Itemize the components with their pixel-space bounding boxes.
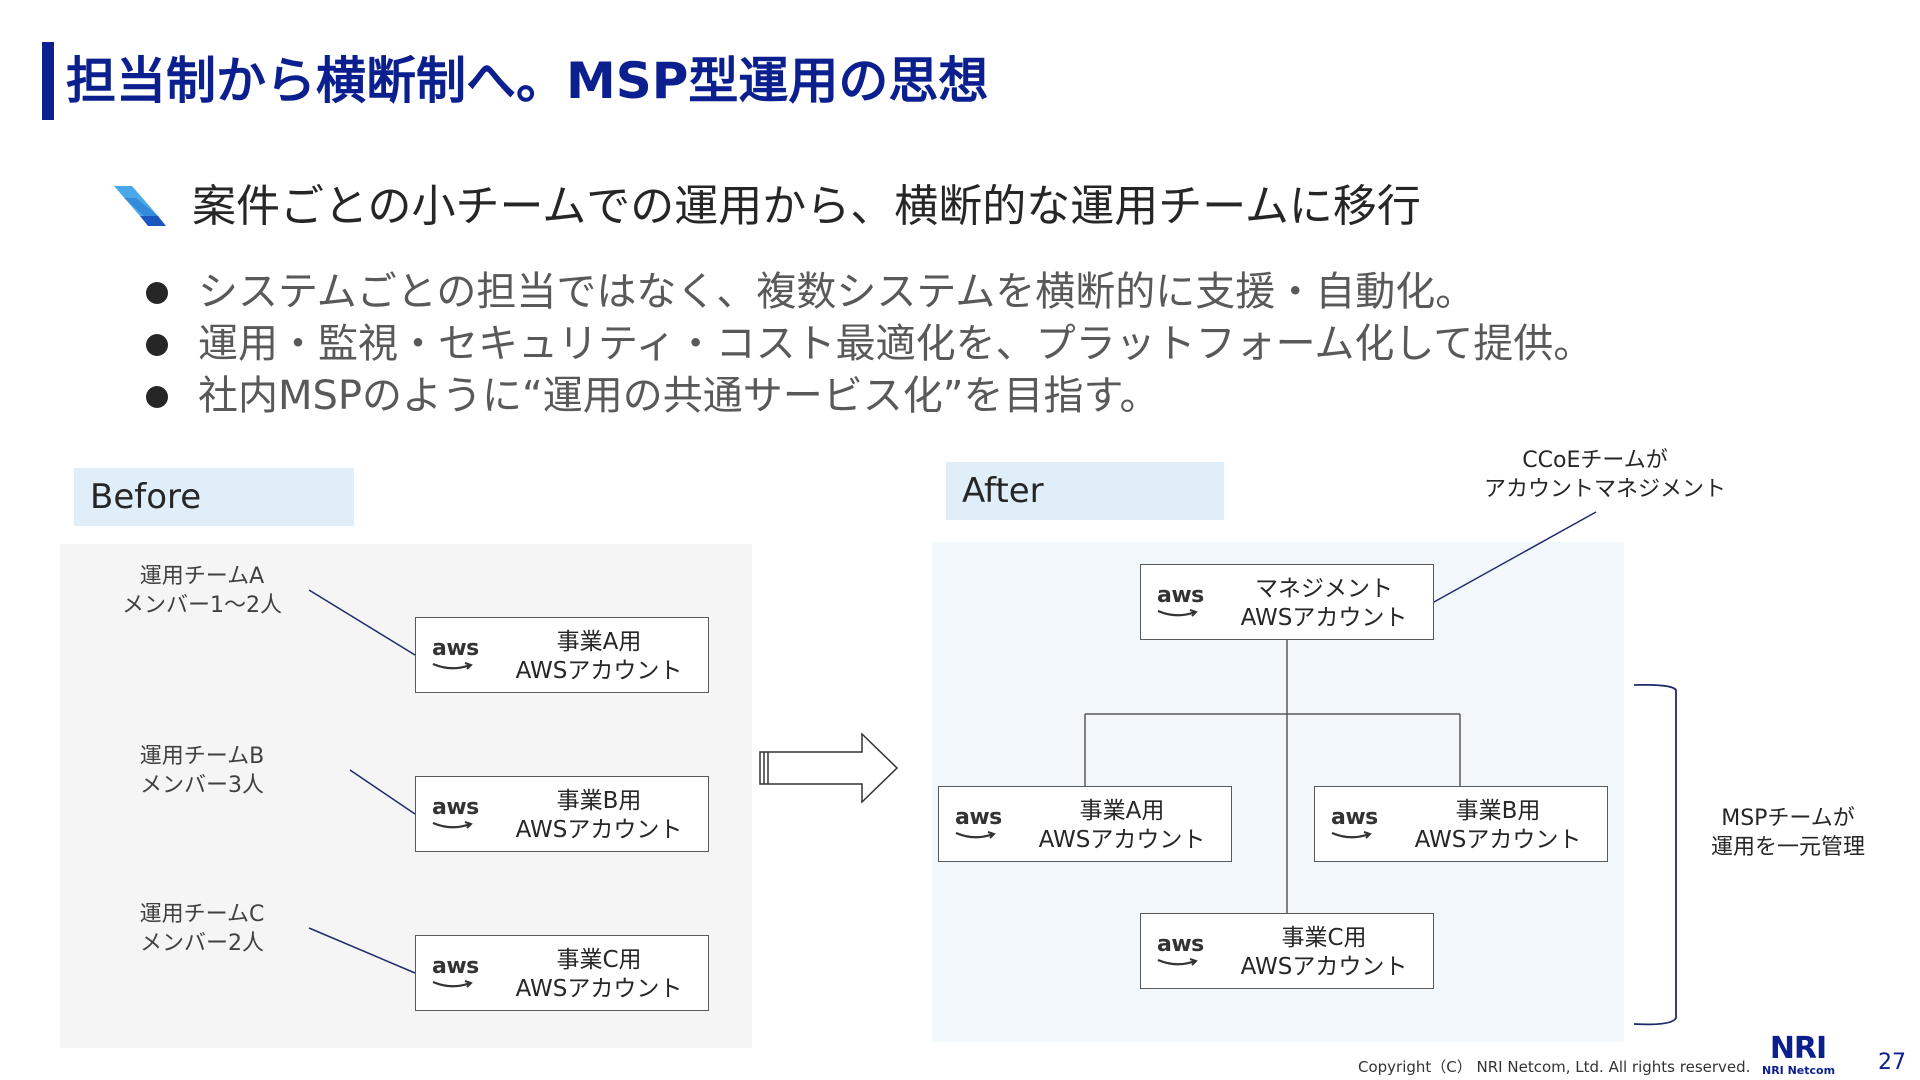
bullet-dot-icon bbox=[146, 386, 168, 408]
bullet-dot-icon bbox=[146, 334, 168, 356]
aws-smile-icon bbox=[432, 821, 473, 829]
aws-logo-icon: aws bbox=[432, 636, 479, 661]
team-b-label: 運用チームB メンバー3人 bbox=[139, 744, 265, 798]
nri-logo-mark: NRI bbox=[1769, 1031, 1827, 1066]
bullet-list: システムごとの担当ではなく、複数システムを横断的に支援・自動化。 運用・監視・セ… bbox=[142, 266, 1593, 422]
copyright-text: Copyright（C） NRI Netcom, Ltd. All rights… bbox=[1358, 1058, 1751, 1076]
bullet-item: 社内MSPのように“運用の共通サービス化”を目指す。 bbox=[142, 370, 1593, 422]
aws-smile-icon bbox=[955, 831, 996, 839]
after-business-a-account-box: aws 事業A用 AWSアカウント bbox=[938, 786, 1232, 862]
business-c-account-box: aws 事業C用 AWSアカウント bbox=[415, 935, 709, 1011]
business-a-account-box: aws 事業A用 AWSアカウント bbox=[415, 617, 709, 693]
aws-logo-icon: aws bbox=[1157, 583, 1204, 608]
after-business-b-account-box: aws 事業B用 AWSアカウント bbox=[1314, 786, 1608, 862]
right-arrow-icon bbox=[759, 732, 899, 804]
aws-logo-icon: aws bbox=[955, 805, 1002, 830]
slide-subtitle: 案件ごとの小チームでの運用から、横断的な運用チームに移行 bbox=[192, 181, 1421, 232]
account-name: 事業B用 AWSアカウント bbox=[515, 788, 683, 843]
team-a-label: 運用チームA メンバー1～2人 bbox=[122, 564, 282, 618]
account-name: 事業A用 AWSアカウント bbox=[515, 629, 683, 684]
aws-logo-icon: aws bbox=[432, 795, 479, 820]
title-accent-bar bbox=[42, 42, 54, 120]
aws-smile-icon bbox=[1157, 609, 1198, 617]
account-name: 事業C用 AWSアカウント bbox=[1240, 925, 1408, 980]
team-c-label: 運用チームC メンバー2人 bbox=[139, 902, 265, 956]
bullet-item: システムごとの担当ではなく、複数システムを横断的に支援・自動化。 bbox=[142, 266, 1593, 318]
aws-smile-icon bbox=[432, 980, 473, 988]
slide-title: 担当制から横断制へ。MSP型運用の思想 bbox=[66, 52, 989, 110]
msp-note: MSPチームが 運用を一元管理 bbox=[1710, 806, 1865, 860]
ccoe-note: CCoEチームが アカウントマネジメント bbox=[1484, 448, 1727, 502]
management-account-box: aws マネジメント AWSアカウント bbox=[1140, 564, 1434, 640]
before-label: Before bbox=[74, 468, 354, 526]
aws-smile-icon bbox=[1331, 831, 1372, 839]
bullet-item: 運用・監視・セキュリティ・コスト最適化を、プラットフォーム化して提供。 bbox=[142, 318, 1593, 370]
nri-netcom-logo: NRI NRI Netcom bbox=[1762, 1031, 1836, 1078]
aws-logo-icon: aws bbox=[1157, 932, 1204, 957]
business-b-account-box: aws 事業B用 AWSアカウント bbox=[415, 776, 709, 852]
aws-smile-icon bbox=[1157, 958, 1198, 966]
nri-logo-text: NRI Netcom bbox=[1762, 1064, 1836, 1077]
aws-logo-icon: aws bbox=[1331, 805, 1378, 830]
aws-logo-icon: aws bbox=[432, 954, 479, 979]
account-name: 事業A用 AWSアカウント bbox=[1038, 798, 1206, 853]
account-name: マネジメント AWSアカウント bbox=[1240, 576, 1408, 631]
msp-bracket bbox=[1633, 683, 1677, 1026]
chevron-accent-icon bbox=[114, 186, 166, 226]
account-name: 事業B用 AWSアカウント bbox=[1414, 798, 1582, 853]
bullet-dot-icon bbox=[146, 282, 168, 304]
aws-smile-icon bbox=[432, 662, 473, 670]
page-number: 27 bbox=[1878, 1050, 1906, 1075]
after-label: After bbox=[946, 462, 1224, 520]
after-business-c-account-box: aws 事業C用 AWSアカウント bbox=[1140, 913, 1434, 989]
account-name: 事業C用 AWSアカウント bbox=[515, 947, 683, 1002]
